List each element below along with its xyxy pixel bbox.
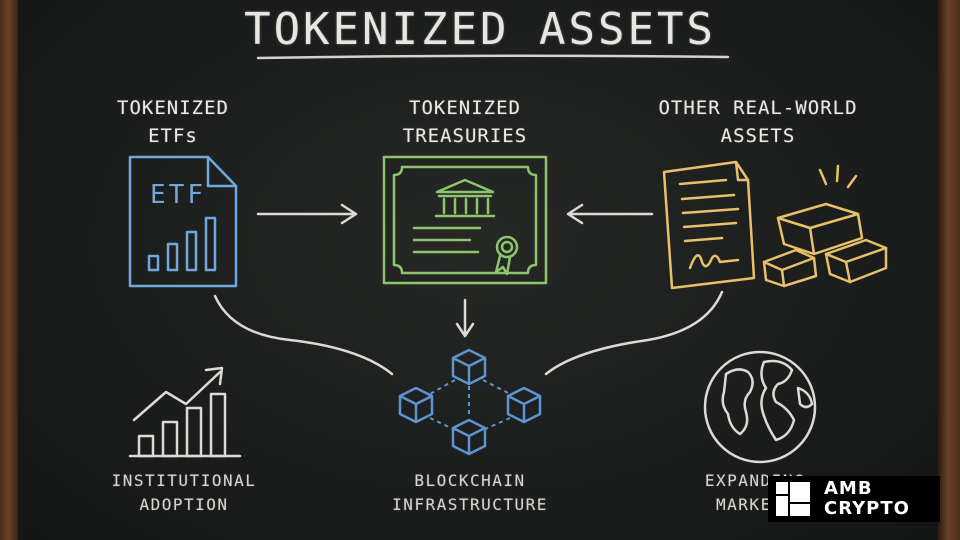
- amb-crypto-logo-text: AMB CRYPTO: [824, 479, 910, 519]
- etf-document-text: ETF: [150, 180, 206, 210]
- label-blockchain-infrastructure-line2: INFRASTRUCTURE: [392, 495, 548, 514]
- label-tokenized-etfs: TOKENIZED ETFs: [88, 94, 258, 150]
- curve-etf-to-blockchain: [213, 294, 394, 376]
- curve-rwa-to-blockchain: [544, 290, 724, 376]
- label-tokenized-etfs-line2: ETFs: [148, 125, 198, 147]
- label-institutional-adoption: INSTITUTIONAL ADOPTION: [100, 469, 268, 517]
- label-institutional-adoption-line2: ADOPTION: [139, 495, 229, 514]
- chalkboard-frame-right: [938, 0, 960, 540]
- amb-crypto-logo-mark: [776, 482, 810, 516]
- label-other-real-world-assets: OTHER REAL-WORLD ASSETS: [648, 94, 868, 150]
- label-blockchain-infrastructure-line1: BLOCKCHAIN: [414, 471, 526, 490]
- logo-line2: CRYPTO: [824, 498, 910, 519]
- amb-crypto-logo: AMB CRYPTO: [768, 476, 940, 522]
- label-tokenized-etfs-line1: TOKENIZED: [117, 97, 229, 119]
- logo-line1: AMB: [824, 478, 873, 499]
- label-tokenized-treasuries: TOKENIZED TREASURIES: [370, 94, 560, 150]
- label-tokenized-treasuries-line1: TOKENIZED: [409, 97, 521, 119]
- diagram-title: TOKENIZED ASSETS: [244, 4, 716, 55]
- label-tokenized-treasuries-line2: TREASURIES: [402, 125, 528, 147]
- label-blockchain-infrastructure: BLOCKCHAIN INFRASTRUCTURE: [380, 469, 560, 517]
- label-institutional-adoption-line1: INSTITUTIONAL: [111, 471, 257, 490]
- label-other-real-world-assets-line2: ASSETS: [720, 125, 796, 147]
- label-other-real-world-assets-line1: OTHER REAL-WORLD: [658, 97, 858, 119]
